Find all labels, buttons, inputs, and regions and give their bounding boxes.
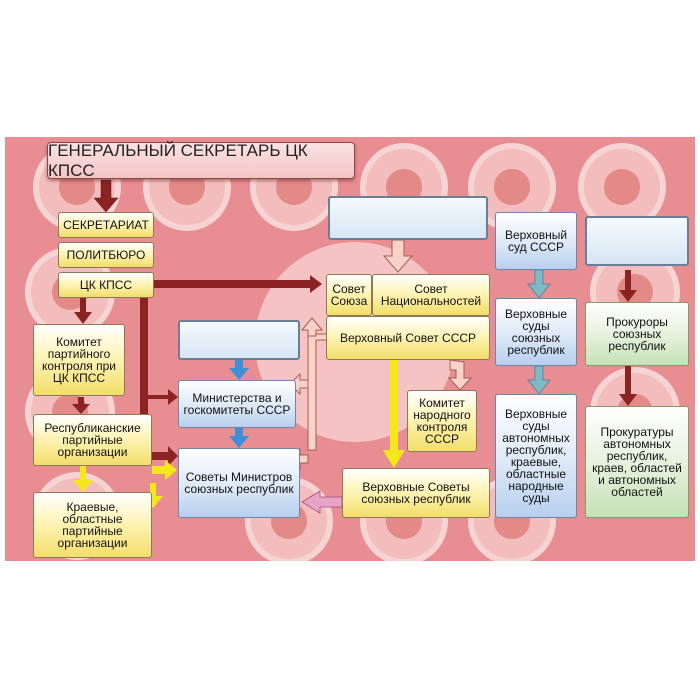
autonomous-prosecutors-box: Прокуратуры автономных республик, краев,… xyxy=(585,406,689,518)
arrow-title-secretariat xyxy=(93,179,119,213)
secretariat-box: СЕКРЕТАРИАТ xyxy=(58,212,154,238)
council-union-box: Совет Союза xyxy=(326,274,372,316)
arrow-empty-prosecutors xyxy=(619,270,637,302)
arrow-republican-ministers xyxy=(152,460,177,480)
people-control-box: Комитет народного контроля СССР xyxy=(407,390,477,452)
arrow-cc-ministers-line xyxy=(140,298,148,452)
arrow-republic-councils xyxy=(301,490,343,514)
ministries-box: Министерства и госкомитеты СССР xyxy=(178,380,296,428)
politburo-box: ПОЛИТБЮРО xyxy=(58,242,154,268)
empty-placeholder-box xyxy=(178,320,300,360)
arrow-soviet-empty-head xyxy=(300,317,324,337)
council-nationalities-box: Совет Национальностей xyxy=(372,274,490,316)
republican-orgs-box: Республиканские партийные организации xyxy=(33,414,152,466)
arrow-cc-committee xyxy=(74,298,92,324)
arrow-empty-ministries xyxy=(229,360,249,380)
supreme-court-box: Верховный суд СССР xyxy=(495,212,577,270)
arrow-cc-council xyxy=(150,275,322,293)
arrow-soviet-republic xyxy=(383,360,405,468)
arrow-republican-regional xyxy=(73,466,93,492)
arrow-cc-ministers-head xyxy=(148,446,178,466)
control-committee-box: Комитет партийного контроля при ЦК КПСС xyxy=(33,324,125,396)
councils-ministers-box: Советы Министров союзных республик xyxy=(178,448,300,518)
arrow-prosecutors-autonomous xyxy=(619,366,637,406)
empty-placeholder-box xyxy=(328,196,488,240)
supreme-soviet-box: Верховный Совет СССР xyxy=(326,316,490,360)
arrow-soviet-control xyxy=(447,359,473,391)
central-committee-box: ЦК КПСС xyxy=(58,272,154,298)
arrow-to-ministries xyxy=(148,389,178,405)
regional-orgs-box: Краевые, областные партийные организации xyxy=(33,492,152,558)
autonomous-courts-box: Верховные суды автономных республик, кра… xyxy=(495,394,577,518)
arrow-republic-autonomous-court xyxy=(527,365,551,395)
arrow-ministries-councils xyxy=(229,428,249,448)
arrow-committee-republican xyxy=(72,397,90,414)
arrow-court-republic xyxy=(527,269,551,299)
republic-prosecutors-box: Прокуроры союзных республик xyxy=(585,302,689,366)
arrow-top-nationalities xyxy=(382,239,414,273)
empty-placeholder-box xyxy=(585,216,689,266)
republic-soviets-box: Верховные Советы союзных республик xyxy=(342,468,490,518)
republic-courts-box: Верховные суды союзных республик xyxy=(495,298,577,366)
page-title: ГЕНЕРАЛЬНЫЙ СЕКРЕТАРЬ ЦК КПСС xyxy=(47,141,355,180)
